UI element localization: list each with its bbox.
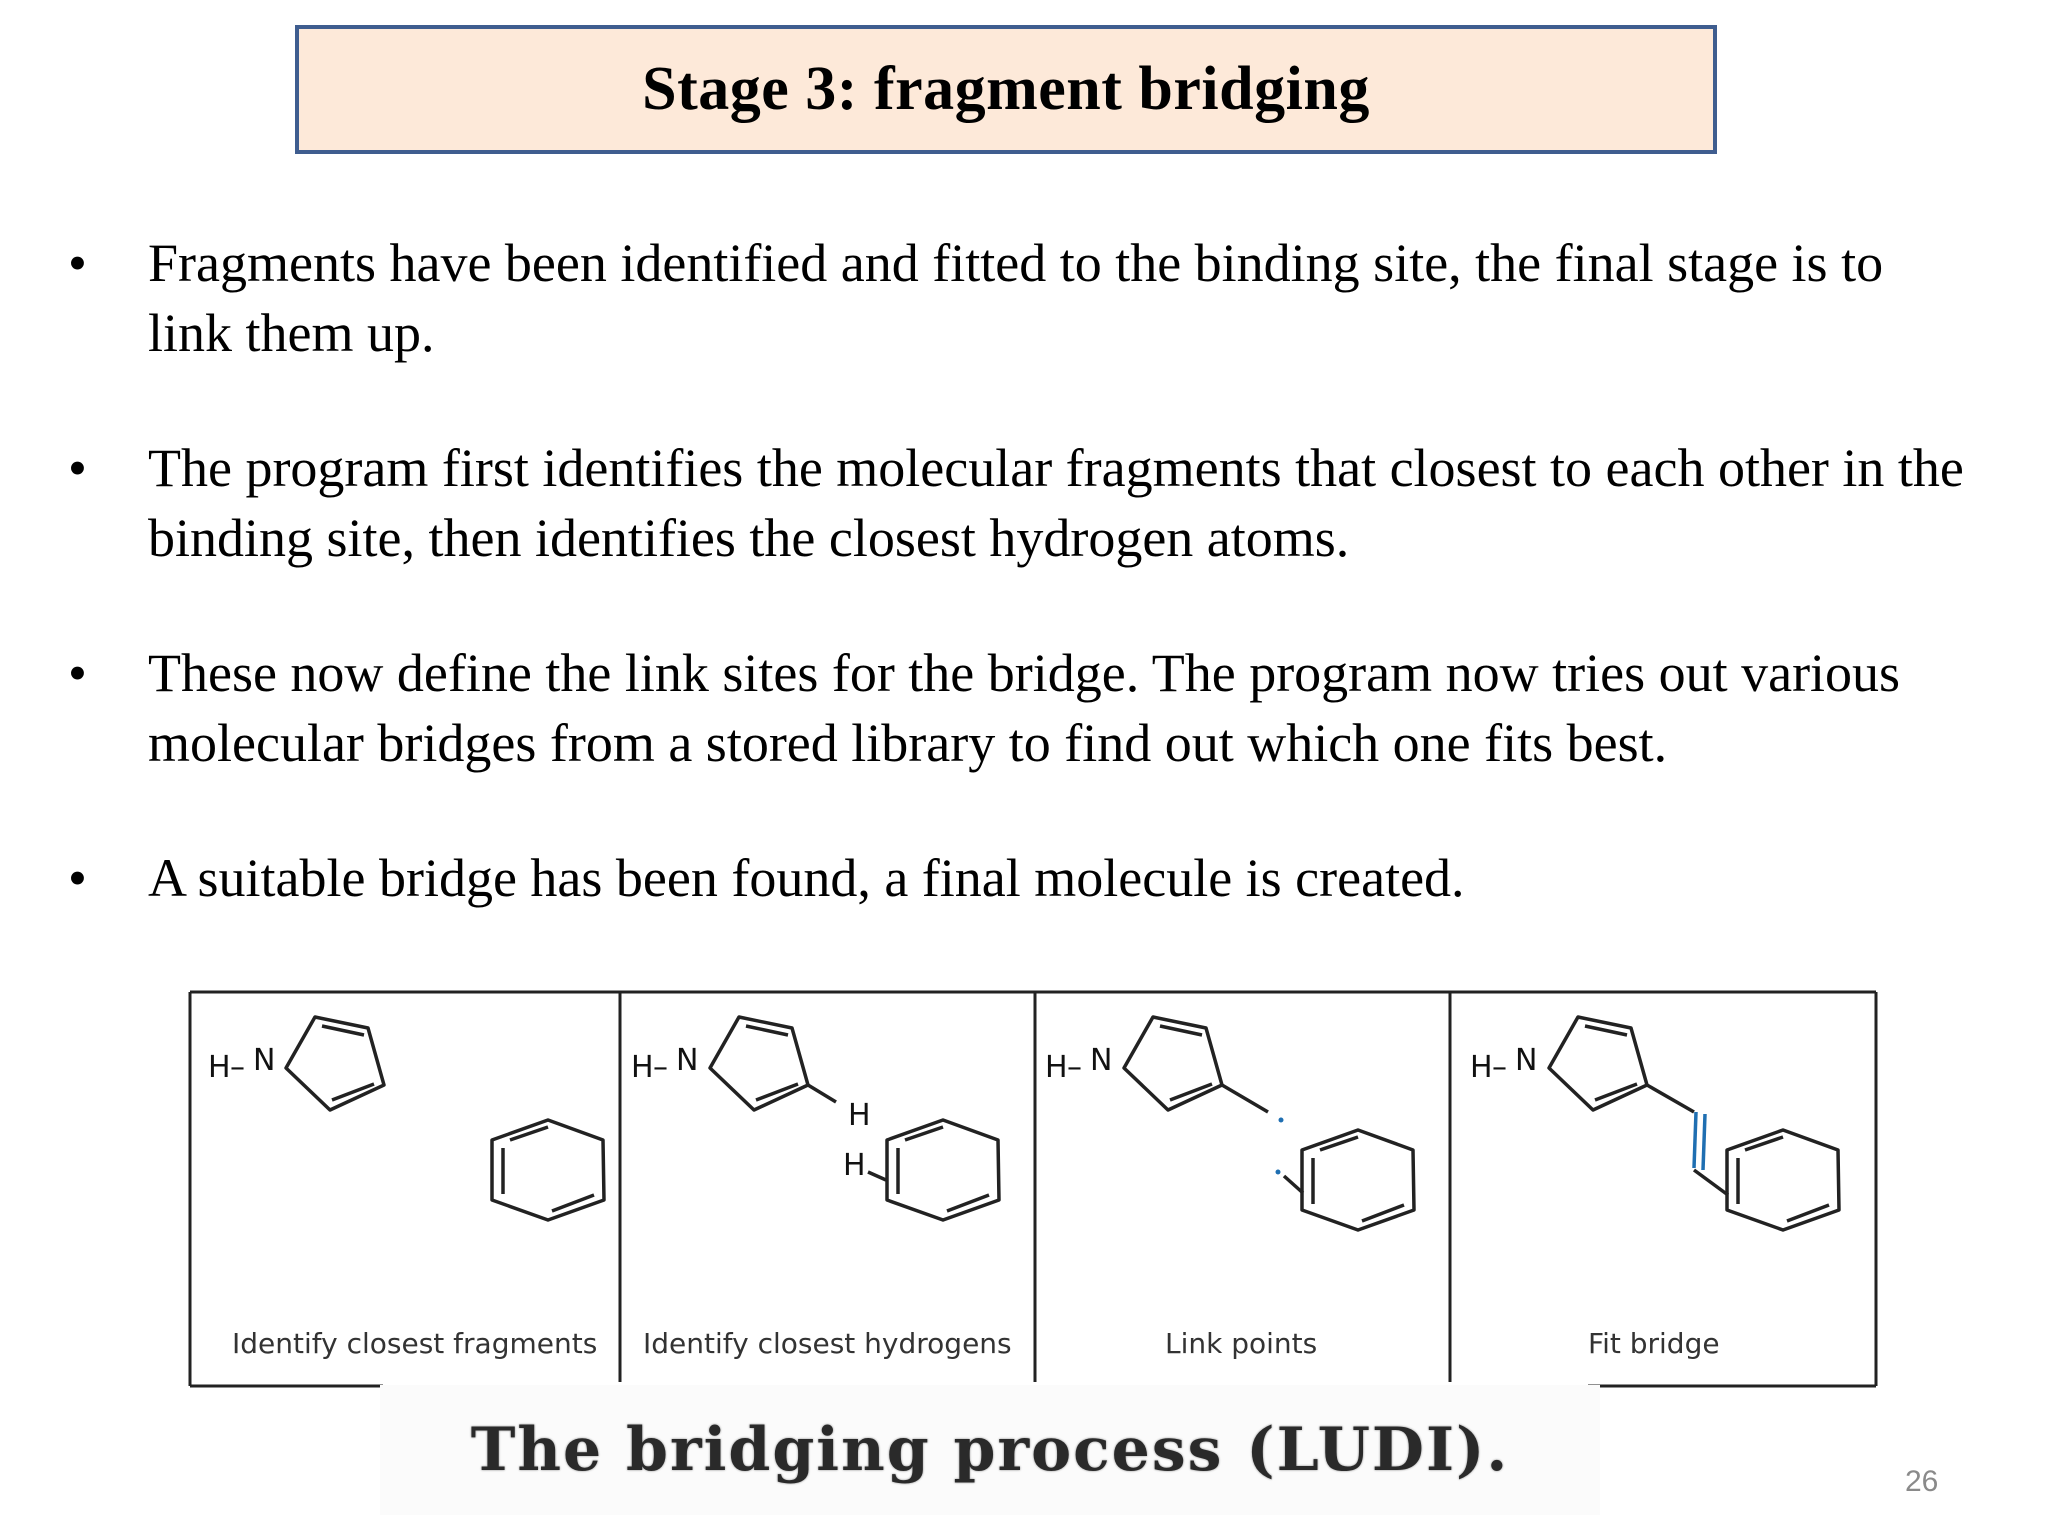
bullet-marker: • <box>68 233 87 293</box>
bond-symbol: – <box>653 1050 668 1085</box>
benzene-ring-icon <box>1282 1128 1416 1232</box>
bullet-text: These now define the link sites for the … <box>148 643 1901 773</box>
bullet-marker: • <box>68 643 87 703</box>
page-number: 26 <box>1905 1465 1939 1498</box>
panel-identify-fragments: H – N Identify closest fragments <box>208 1015 606 1360</box>
pyrrole-ring-icon <box>284 1015 386 1112</box>
bullet-item: • The program first identifies the molec… <box>68 433 1968 573</box>
panel-link-points: H – N Link points <box>1045 1015 1416 1360</box>
bond-symbol: – <box>230 1050 245 1085</box>
panel-identify-hydrogens: H – N H H Identify closest hydrogens <box>631 1015 1012 1360</box>
link-point-dot <box>1275 1169 1281 1175</box>
bond-symbol: – <box>1067 1050 1082 1085</box>
link-point-dot <box>1278 1117 1284 1123</box>
atom-n: N <box>1515 1043 1537 1078</box>
atom-n: N <box>1090 1043 1112 1078</box>
figure-caption: The bridging process (LUDI). <box>380 1385 1600 1515</box>
bullet-item: • A suitable bridge has been found, a fi… <box>68 843 1968 913</box>
bond-symbol: – <box>1492 1050 1507 1085</box>
benzene-ring-icon <box>867 1118 1001 1222</box>
panel-label: Identify closest fragments <box>232 1327 597 1360</box>
atom-n: N <box>676 1043 698 1078</box>
slide-title: Stage 3: fragment bridging <box>642 55 1370 123</box>
bullet-marker: • <box>68 848 87 908</box>
bullet-text: A suitable bridge has been found, a fina… <box>148 848 1465 908</box>
figure-frame <box>188 990 1878 1388</box>
atom-h: H <box>843 1148 866 1183</box>
panel-label: Link points <box>1165 1327 1317 1360</box>
atom-n: N <box>253 1043 275 1078</box>
panel-fit-bridge: H – N Fit bridge <box>1470 1015 1841 1360</box>
bullet-item: • These now define the link sites for th… <box>68 638 1968 778</box>
bullet-item: • Fragments have been identified and fit… <box>68 228 1968 368</box>
pyrrole-ring-icon <box>1122 1015 1269 1114</box>
bridging-figure: H – N Identify closest fragments H – N H… <box>188 990 1878 1388</box>
pyrrole-ring-icon <box>708 1015 837 1112</box>
title-box: Stage 3: fragment bridging <box>295 25 1717 154</box>
bullet-text: Fragments have been identified and fitte… <box>148 233 1884 363</box>
bridge-bond-icon <box>1692 1111 1707 1171</box>
benzene-ring-icon <box>1692 1128 1841 1232</box>
atom-h: H <box>848 1098 871 1133</box>
atom-h: H <box>1045 1050 1068 1085</box>
atom-h: H <box>208 1050 231 1085</box>
panel-label: Fit bridge <box>1588 1327 1720 1360</box>
panel-label: Identify closest hydrogens <box>643 1327 1012 1360</box>
atom-h: H <box>631 1050 654 1085</box>
benzene-ring-icon <box>490 1118 606 1222</box>
pyrrole-ring-icon <box>1547 1015 1695 1114</box>
bullet-list: • Fragments have been identified and fit… <box>68 228 1968 978</box>
atom-h: H <box>1470 1050 1493 1085</box>
bullet-text: The program first identifies the molecul… <box>148 438 1964 568</box>
bullet-marker: • <box>68 438 87 498</box>
caption-text: The bridging process (LUDI). <box>470 1415 1510 1485</box>
